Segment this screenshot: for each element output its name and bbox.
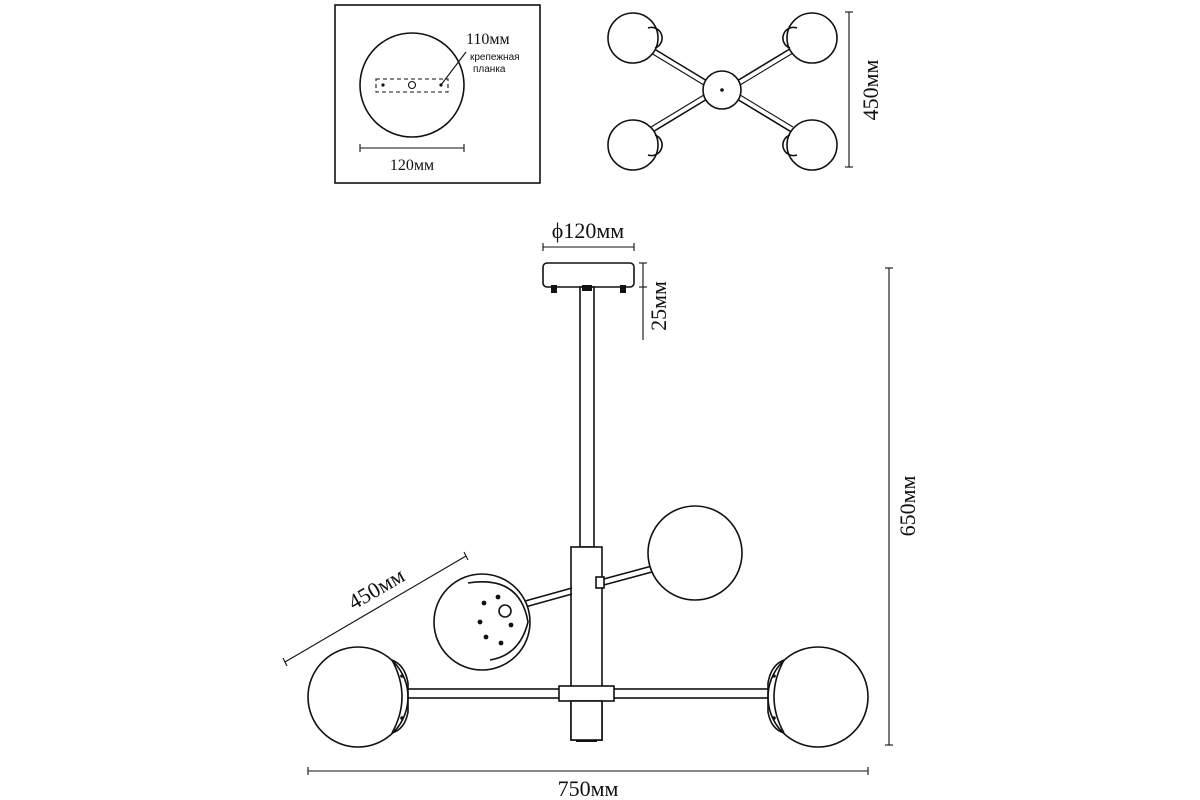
- holder-dot: [495, 594, 501, 600]
- globe-holder-cup: [467, 581, 529, 661]
- top-span-label: 450мм: [858, 60, 883, 121]
- globe-left-holder: [391, 659, 409, 734]
- globe-right-holder: [767, 659, 785, 734]
- arm-upper-left: [517, 587, 573, 604]
- mount-plate-detail: 110мм крепежная планка 120мм: [334, 4, 541, 184]
- arm-span-label: 450мм: [344, 562, 409, 614]
- rod-cap: [582, 285, 592, 291]
- canopy-diameter-label: ϕ120мм: [552, 218, 625, 243]
- globe-upper-right: [647, 505, 743, 601]
- arm-joint: [595, 576, 605, 589]
- top-view: 450мм: [607, 11, 883, 171]
- holder-dot: [483, 634, 489, 640]
- mounting-hole: [407, 80, 417, 90]
- bar-length-label: 110мм: [466, 31, 510, 48]
- canopy-screw: [551, 285, 557, 293]
- holder-dot: [481, 600, 487, 606]
- top-view-hub-center: [720, 88, 724, 92]
- canopy-screw: [620, 285, 626, 293]
- holder-dot: [400, 674, 404, 678]
- total-width-label: 750мм: [558, 776, 619, 800]
- detail-frame: [334, 4, 541, 184]
- down-rod: [579, 286, 595, 548]
- holder-dot: [400, 716, 404, 720]
- top-view-globe: [607, 12, 659, 64]
- front-view: ϕ120мм 25мм: [282, 218, 920, 800]
- top-view-globe: [786, 12, 838, 64]
- holder-hub: [498, 604, 512, 618]
- globe-holder: [782, 134, 798, 157]
- arm-span-tick: [463, 551, 469, 561]
- top-view-globe: [607, 119, 659, 171]
- mounting-bar: [375, 78, 449, 93]
- ceiling-canopy: [542, 262, 635, 288]
- canopy-height-label: 25мм: [646, 281, 671, 331]
- globe-left-holder: [391, 659, 403, 734]
- holder-dot: [772, 674, 776, 678]
- globe-holder: [782, 26, 798, 49]
- arm-span-tick: [282, 657, 288, 667]
- globe-right-holder: [773, 659, 785, 734]
- globe-holder: [647, 26, 663, 49]
- central-lower: [570, 700, 603, 741]
- leader-line: [440, 51, 467, 86]
- arm-upper-right: [599, 565, 653, 581]
- plate-width-label: 120мм: [390, 157, 434, 174]
- mount-plate-circle: [359, 32, 465, 138]
- globe-holder: [647, 134, 663, 157]
- bar-note-line1: крепежная: [470, 52, 520, 63]
- bar-note-line2: планка: [473, 64, 506, 75]
- total-height-label: 650мм: [895, 476, 920, 537]
- horizontal-arm-joint: [558, 685, 615, 702]
- holder-dot: [772, 716, 776, 720]
- mounting-screw: [381, 83, 385, 87]
- holder-dot: [498, 640, 504, 646]
- holder-dot: [508, 622, 514, 628]
- arm-upper-right: [599, 571, 653, 587]
- holder-dot: [477, 619, 483, 625]
- arm-span-dimension: [284, 555, 467, 663]
- top-view-globe: [786, 119, 838, 171]
